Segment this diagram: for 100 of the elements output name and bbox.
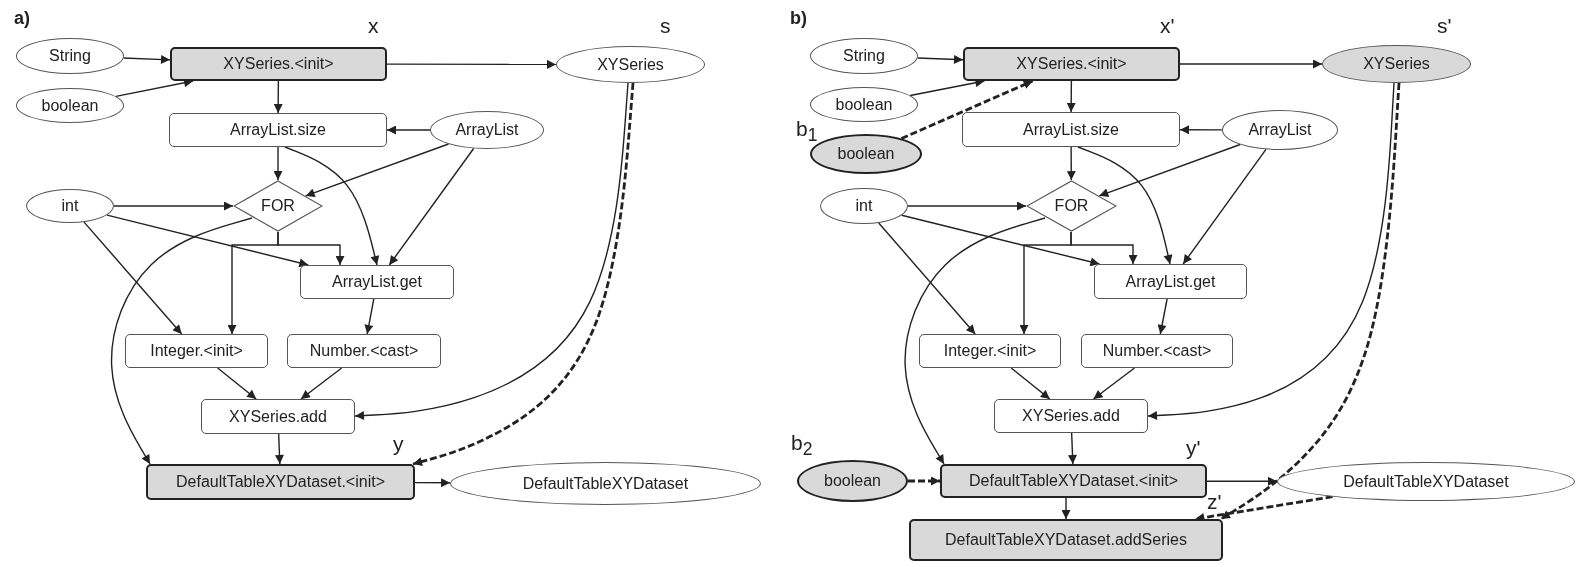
arrow	[386, 125, 431, 135]
arrow	[1179, 59, 1323, 69]
node-label: int	[61, 197, 79, 215]
node-label: XYSeries.add	[1022, 407, 1120, 425]
node-label: String	[843, 47, 885, 65]
node-label: boolean	[41, 96, 99, 115]
method-box	[125, 334, 268, 368]
arrow	[274, 433, 284, 465]
arrow	[901, 214, 1101, 267]
method-box	[300, 265, 454, 299]
node-label: Number.<cast>	[309, 342, 419, 360]
node-label: FOR	[1054, 197, 1089, 215]
node-label: ArrayList.size	[230, 121, 326, 139]
variable-label: s	[660, 14, 671, 38]
dashed-arrow	[908, 476, 940, 486]
dashed-arrow	[1220, 82, 1401, 521]
arrow	[83, 221, 183, 335]
node-label: ArrayList.get	[332, 273, 422, 291]
method-box	[169, 113, 387, 147]
arrow	[1098, 143, 1241, 197]
node-label: DefaultTableXYDataset.addSeries	[945, 531, 1187, 549]
arrow	[1010, 367, 1051, 400]
arrow	[106, 214, 310, 268]
arrow	[909, 78, 986, 97]
method-box	[963, 47, 1180, 81]
panel-label: b)	[790, 8, 807, 29]
method-box	[146, 464, 415, 500]
arrow	[388, 147, 475, 266]
variable-label: b$_{1}$	[796, 117, 818, 147]
node-label: String	[49, 47, 91, 65]
node-label: DefaultTableXYDataset	[1343, 472, 1509, 491]
arrow	[284, 146, 380, 266]
arrow	[1068, 432, 1077, 465]
arrow	[907, 201, 1027, 211]
arrow	[364, 298, 375, 335]
method-box	[170, 47, 387, 81]
arrow	[916, 54, 964, 64]
panel-label: a)	[14, 8, 30, 29]
arrow	[304, 143, 450, 198]
node-label: boolean	[824, 472, 881, 490]
arrow	[878, 222, 976, 335]
arrow	[1092, 367, 1136, 400]
arrow	[273, 146, 283, 181]
node-label: ArrayList.size	[1023, 120, 1119, 139]
dashed-arrow	[900, 79, 1034, 140]
variable-label: y	[393, 432, 404, 456]
arrow	[216, 367, 257, 400]
node-label: DefaultTableXYDataset	[522, 474, 689, 493]
node-label: int	[855, 197, 873, 215]
node-label: DefaultTableXYDataset.<init>	[176, 473, 385, 491]
dashed-arrow	[1195, 495, 1333, 522]
node-label: XYSeries.<init>	[223, 55, 334, 73]
arrow	[1019, 231, 1072, 335]
method-box	[1081, 334, 1233, 368]
arrow	[354, 82, 629, 420]
arrow	[113, 201, 234, 211]
arrow	[414, 478, 451, 488]
node-label: XYSeries	[597, 55, 664, 74]
arrow	[115, 78, 194, 98]
variable-label: x'	[1160, 14, 1175, 38]
arrow	[386, 59, 557, 69]
method-box	[962, 112, 1180, 147]
node-label: Integer.<init>	[150, 342, 243, 360]
variable-label: x	[368, 14, 379, 38]
node-label: ArrayList	[1248, 121, 1312, 139]
method-box	[994, 399, 1148, 433]
variable-label: y'	[1186, 436, 1201, 460]
arrow	[1066, 80, 1076, 113]
dashed-arrow	[412, 82, 635, 466]
node-label: DefaultTableXYDataset.<init>	[969, 472, 1178, 490]
node-label: Integer.<init>	[943, 342, 1037, 360]
variable-label: z'	[1207, 490, 1222, 514]
node-label: XYSeries.add	[229, 407, 327, 426]
arrow	[904, 217, 1046, 465]
arrow	[300, 367, 343, 400]
type-ellipse	[26, 189, 114, 223]
arrow	[122, 55, 171, 64]
node-label: FOR	[261, 197, 295, 215]
method-box	[287, 334, 441, 368]
variable-label: b$_{2}$	[791, 431, 813, 461]
node-label: XYSeries	[1363, 55, 1430, 73]
node-label: boolean	[837, 145, 895, 163]
node-label: XYSeries.<init>	[1016, 55, 1127, 73]
method-box	[201, 399, 355, 434]
node-label: boolean	[835, 95, 893, 114]
arrow	[227, 231, 279, 335]
arrow	[1206, 476, 1278, 486]
arrow	[273, 80, 283, 114]
node-label: Number.<cast>	[1102, 342, 1212, 360]
node-label: ArrayList.get	[1125, 272, 1216, 291]
node-label: ArrayList	[455, 121, 519, 139]
arrow	[1061, 497, 1071, 520]
arrow	[1157, 298, 1168, 335]
arrow	[1077, 146, 1173, 265]
loop-diamond	[1026, 180, 1117, 232]
arrow	[1182, 148, 1267, 265]
method-box	[909, 519, 1223, 561]
arrow	[1147, 82, 1395, 420]
arrow	[110, 217, 253, 465]
method-box	[940, 464, 1207, 498]
